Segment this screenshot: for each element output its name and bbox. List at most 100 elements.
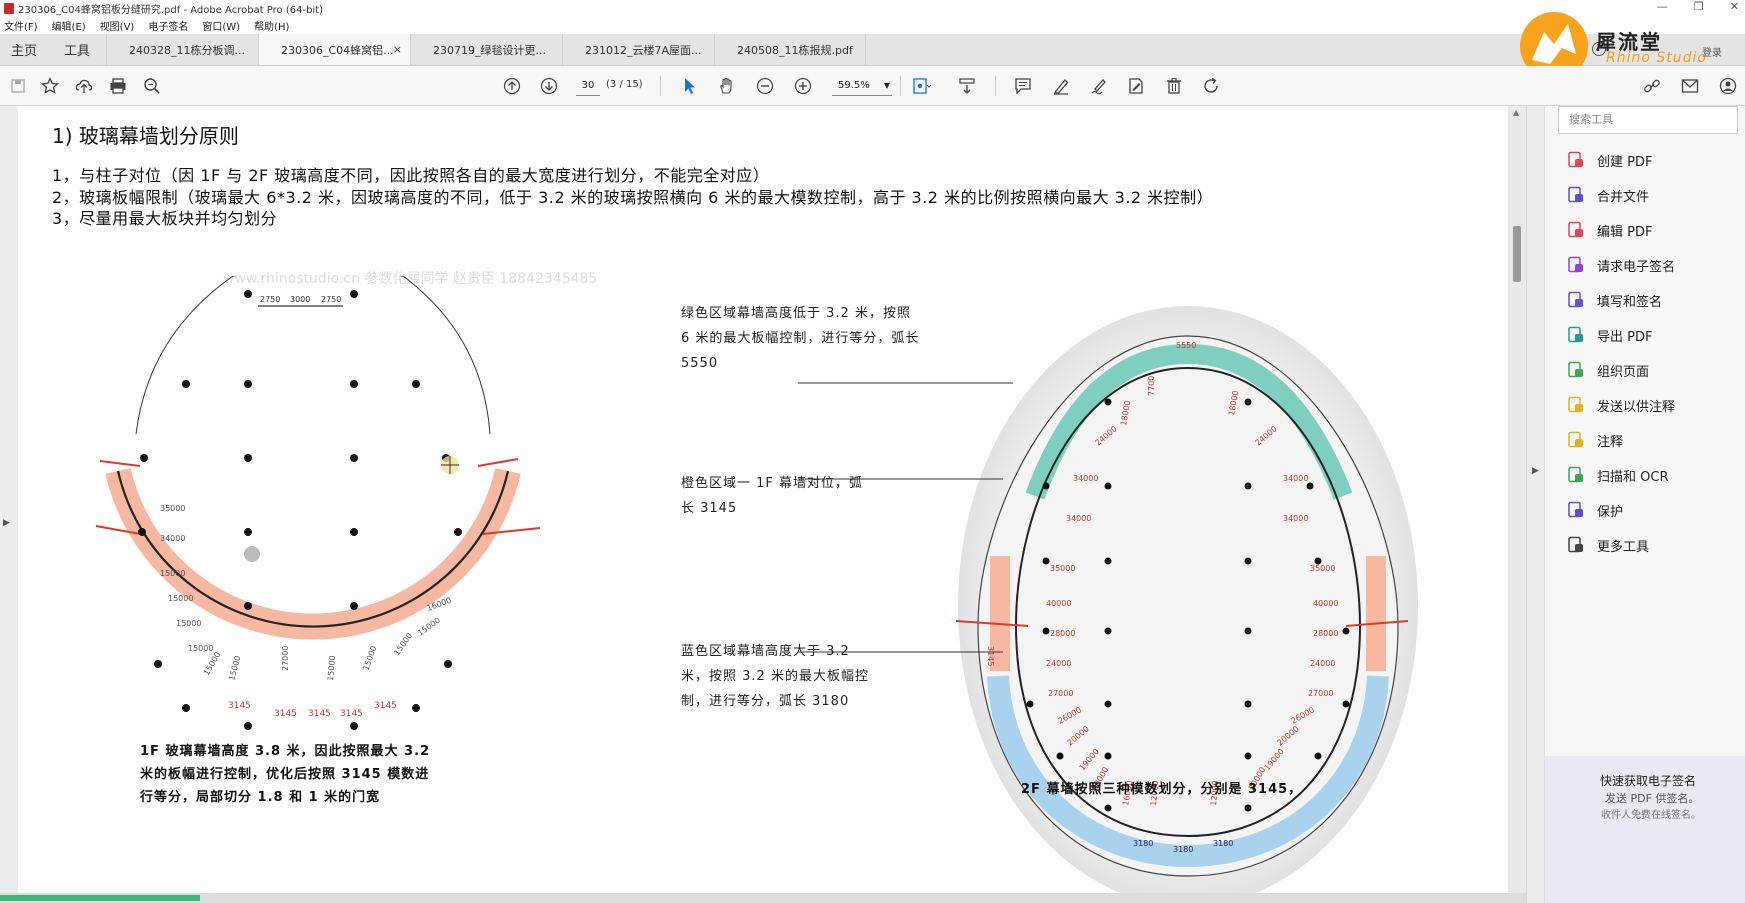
- maximize-icon[interactable]: ❐: [1693, 0, 1704, 13]
- plan-2f-blue-module: 3180: [1173, 845, 1193, 854]
- plan-1f-cut-line: [99, 460, 141, 467]
- tool-item[interactable]: 请求电子签名: [1565, 253, 1675, 277]
- caption-1f: 1F 玻璃幕墙高度 3.8 米，因此按照最大 3.2 米的板幅进行控制，优化后按…: [140, 740, 430, 809]
- prev-page-icon[interactable]: [500, 74, 524, 98]
- menu-window[interactable]: 窗口(W): [202, 22, 241, 33]
- next-page-icon[interactable]: [537, 74, 561, 98]
- link-edit-icon[interactable]: [1640, 74, 1664, 98]
- column-dot: [182, 704, 190, 712]
- left-nav-strip[interactable]: ▶: [0, 106, 18, 903]
- scroll-mode-icon[interactable]: [955, 74, 979, 98]
- caption-line: 1F 玻璃幕墙高度 3.8 米，因此按照最大 3.2: [140, 744, 431, 759]
- title-bar: 230306_C04蜂窝铝板分缝研究.pdf - Adobe Acrobat P…: [0, 0, 1745, 17]
- tool-label: 更多工具: [1597, 539, 1650, 555]
- plan-2f-glass-line: [1014, 366, 1362, 838]
- radius-label: 12000: [1149, 780, 1160, 806]
- draw-signature-icon[interactable]: [1087, 74, 1111, 98]
- menu-edit[interactable]: 编辑(E): [51, 22, 86, 33]
- radius-label: 12000: [1209, 780, 1220, 806]
- page-number-input[interactable]: 30: [576, 76, 600, 96]
- search-zoom-icon[interactable]: [140, 74, 164, 98]
- zoom-level-select[interactable]: 59.5%▼: [832, 76, 892, 96]
- doc-tab-label: 240508_11栋报规.pdf: [737, 43, 853, 57]
- hand-tool-icon[interactable]: [715, 74, 739, 98]
- print-icon[interactable]: [106, 74, 130, 98]
- tool-item[interactable]: 保护: [1565, 498, 1623, 522]
- column-dot: [244, 722, 252, 730]
- doc-tab[interactable]: 230719_绿毯设计更...: [410, 34, 562, 65]
- annotation-blue: 蓝色区域幕墙高度大于 3.2 米，按照 3.2 米的最大板幅控 制，进行等分，弧…: [681, 639, 869, 714]
- tool-item[interactable]: 合并文件: [1565, 183, 1649, 207]
- bookmark-star-icon[interactable]: [38, 74, 62, 98]
- export-pdf-icon: [1565, 324, 1587, 346]
- rule-2: 2，玻璃板幅限制（玻璃最大 6*3.2 米，因玻璃高度的不同，低于 3.2 米的…: [52, 188, 1214, 207]
- esign-promo[interactable]: 快速获取电子签名 发送 PDF 供签名。 收件人免费在线签名。: [1545, 756, 1745, 903]
- promo-line: 收件人免费在线签名。: [1601, 810, 1701, 821]
- tool-item[interactable]: 注释: [1565, 428, 1623, 452]
- email-icon[interactable]: [1678, 74, 1702, 98]
- column-dot: [1104, 700, 1112, 708]
- column-dot: [444, 660, 452, 668]
- search-tools-input[interactable]: 搜索工具: [1558, 106, 1738, 134]
- column-dot: [350, 380, 358, 388]
- help-icon[interactable]: ?: [1592, 42, 1606, 56]
- scroll-up-icon[interactable]: ▲: [1513, 108, 1520, 117]
- zoom-in-icon[interactable]: [791, 74, 815, 98]
- vertical-scrollbar[interactable]: ▲: [1508, 106, 1526, 903]
- radius-label: 15000: [416, 616, 442, 638]
- tool-item[interactable]: 更多工具: [1565, 533, 1649, 557]
- doc-tab-active[interactable]: 230306_C04蜂窝铝...×: [258, 34, 410, 65]
- rotate-icon[interactable]: [1199, 74, 1223, 98]
- tool-item[interactable]: 填写和签名: [1565, 288, 1662, 312]
- tool-item[interactable]: 创建 PDF: [1565, 148, 1652, 172]
- tool-item[interactable]: 导出 PDF: [1565, 323, 1652, 347]
- plan-2f-cut-line: [955, 620, 1029, 627]
- tool-item[interactable]: 组织页面: [1565, 358, 1649, 382]
- delete-trash-icon[interactable]: [1162, 74, 1186, 98]
- tool-item[interactable]: 编辑 PDF: [1565, 218, 1652, 242]
- comment-icon[interactable]: [1011, 74, 1035, 98]
- doc-tab[interactable]: 240328_11栋分板调...: [106, 34, 258, 65]
- fit-page-icon[interactable]: [910, 74, 934, 98]
- menu-esign[interactable]: 电子签名: [148, 22, 189, 33]
- column-dot: [350, 722, 358, 730]
- menu-file[interactable]: 文件(F): [4, 22, 38, 33]
- save-icon[interactable]: [6, 74, 30, 98]
- login-link[interactable]: 登录: [1702, 48, 1722, 59]
- plan-2f-columns: [1026, 398, 1350, 812]
- scrollbar-thumb[interactable]: [1513, 226, 1521, 282]
- tab-home[interactable]: 主页: [10, 44, 37, 59]
- document-viewport[interactable]: ▶ 1) 玻璃幕墙划分原则 1，与柱子对位（因 1F 与 2F 玻璃高度不同，因…: [0, 106, 1526, 903]
- tool-item[interactable]: 发送以供注释: [1565, 393, 1675, 417]
- tab-tools[interactable]: 工具: [63, 44, 90, 59]
- expand-left-panel-icon[interactable]: ▶: [3, 518, 10, 528]
- minimize-icon[interactable]: —: [1656, 0, 1668, 13]
- tool-item[interactable]: 扫描和 OCR: [1565, 463, 1668, 487]
- panel-collapse-strip[interactable]: ▶: [1527, 106, 1545, 903]
- zoom-out-icon[interactable]: [753, 74, 777, 98]
- plan-1f-glass-line: [116, 470, 510, 628]
- upload-cloud-icon[interactable]: [72, 74, 96, 98]
- pdf-app-icon: [4, 3, 14, 14]
- doc-tab-label: 230719_绿毯设计更...: [433, 43, 546, 57]
- stamp-edit-icon[interactable]: [1124, 74, 1148, 98]
- doc-tab[interactable]: 240508_11栋报规.pdf: [714, 34, 866, 65]
- doc-tab[interactable]: 231012_云楼7A屋面...: [562, 34, 714, 65]
- menu-view[interactable]: 视图(V): [99, 22, 135, 33]
- highlight-pen-icon[interactable]: [1049, 74, 1073, 98]
- collapse-panel-icon[interactable]: ▶: [1532, 466, 1539, 476]
- select-cursor-icon[interactable]: [678, 74, 702, 98]
- account-icon[interactable]: [1716, 74, 1740, 98]
- radius-label: 15000: [361, 645, 378, 672]
- radius-label: 18000: [1119, 400, 1132, 427]
- bottom-status-bar: [0, 893, 1526, 903]
- column-dot: [1056, 752, 1064, 760]
- column-dot: [244, 380, 252, 388]
- tab-close-icon[interactable]: ×: [392, 43, 402, 56]
- tool-label: 发送以供注释: [1597, 399, 1676, 415]
- radius-label: 34000: [1283, 514, 1308, 523]
- request-signature-icon: [1565, 254, 1587, 276]
- close-icon[interactable]: ✕: [1729, 0, 1739, 13]
- menu-help[interactable]: 帮助(H): [254, 22, 290, 33]
- crosshair-cursor-icon: [441, 456, 459, 474]
